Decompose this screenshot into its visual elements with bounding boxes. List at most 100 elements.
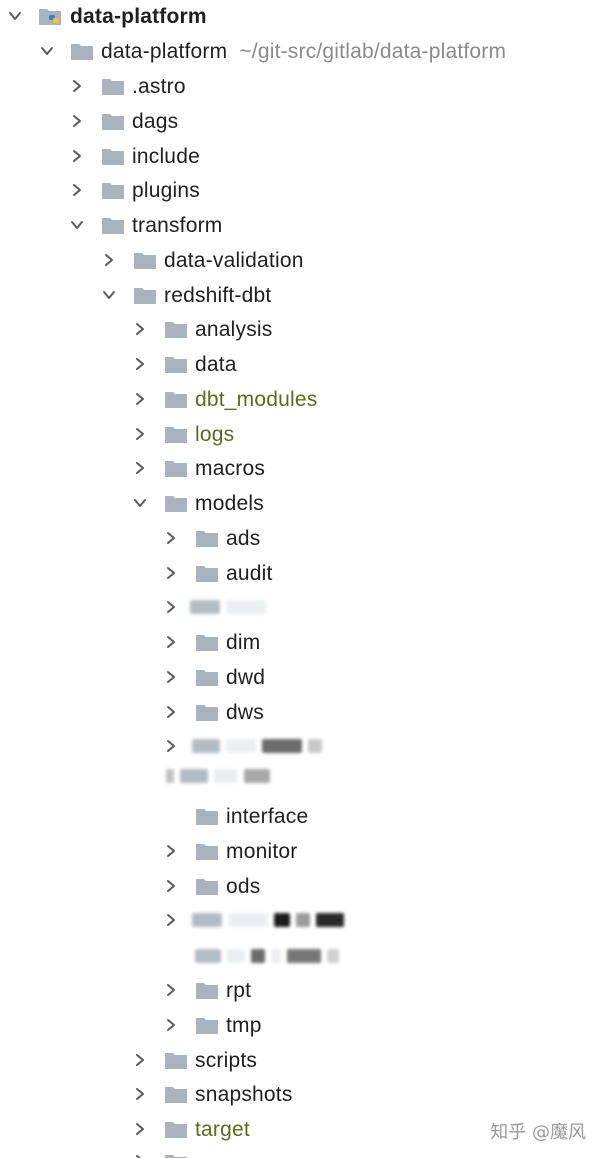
chevron-right-icon[interactable]: [162, 909, 180, 931]
tree-row-dws[interactable]: dws: [0, 696, 600, 730]
folder-icon: [133, 250, 157, 270]
module-label: data-platform~/git-src/gitlab/data-platf…: [101, 38, 506, 66]
folder-icon: [195, 980, 219, 1000]
folder-icon: [195, 563, 219, 583]
chevron-right-icon[interactable]: [162, 701, 180, 723]
project-root-label: data-platform: [70, 5, 207, 28]
tree-row-macros[interactable]: macros: [0, 452, 600, 486]
tree-row-analysis[interactable]: analysis: [0, 313, 600, 347]
chevron-right-icon[interactable]: [131, 388, 149, 410]
folder-icon: [164, 458, 188, 478]
chevron-down-icon[interactable]: [38, 40, 56, 62]
tree-row-rpt[interactable]: rpt: [0, 974, 600, 1008]
folder-icon: [101, 215, 125, 235]
folder-label: data-validation: [164, 249, 304, 272]
chevron-right-icon[interactable]: [162, 1014, 180, 1036]
tree-row-ads[interactable]: ads: [0, 522, 600, 556]
tree-row-scripts[interactable]: scripts: [0, 1044, 600, 1078]
tree-row-data[interactable]: data: [0, 348, 600, 382]
folder-label: scripts: [195, 1049, 258, 1072]
tree-row-ods[interactable]: ods: [0, 870, 600, 904]
folder-label: interface: [226, 805, 309, 828]
chevron-right-icon[interactable]: [162, 596, 180, 618]
folder-label: dws: [226, 701, 264, 724]
chevron-right-icon[interactable]: [131, 423, 149, 445]
folder-icon: [133, 285, 157, 305]
tree-row-interface[interactable]: interface: [0, 800, 600, 834]
tree-row-data-validation[interactable]: data-validation: [0, 244, 600, 278]
excluded-folder-icon: [164, 424, 188, 444]
tree-row-module[interactable]: data-platform~/git-src/gitlab/data-platf…: [0, 35, 600, 69]
tree-row-include[interactable]: include: [0, 140, 600, 174]
chevron-down-icon[interactable]: [131, 492, 149, 514]
chevron-right-icon[interactable]: [68, 110, 86, 132]
tree-row-redacted[interactable]: [0, 904, 600, 938]
chevron-right-icon[interactable]: [162, 631, 180, 653]
chevron-right-icon[interactable]: [162, 666, 180, 688]
tree-row-transform[interactable]: transform: [0, 209, 600, 243]
tree-row-redacted[interactable]: [0, 760, 600, 794]
folder-label: macros: [195, 457, 266, 480]
folder-label: dim: [226, 631, 261, 654]
tree-row-logs[interactable]: logs: [0, 418, 600, 452]
tree-row-dbt-modules[interactable]: dbt_modules: [0, 383, 600, 417]
tree-row-models[interactable]: models: [0, 487, 600, 521]
tree-row-dim[interactable]: dim: [0, 626, 600, 660]
tree-row-monitor[interactable]: monitor: [0, 835, 600, 869]
tree-row-root[interactable]: data-platform: [0, 0, 600, 34]
chevron-right-icon[interactable]: [68, 75, 86, 97]
chevron-right-icon[interactable]: [162, 875, 180, 897]
tree-row-dwd[interactable]: dwd: [0, 661, 600, 695]
chevron-right-icon[interactable]: [131, 1118, 149, 1140]
chevron-right-icon[interactable]: [162, 562, 180, 584]
folder-icon: [164, 1050, 188, 1070]
chevron-right-icon[interactable]: [162, 840, 180, 862]
folder-icon: [101, 146, 125, 166]
chevron-right-icon[interactable]: [68, 145, 86, 167]
folder-icon: [101, 76, 125, 96]
tree-row-redacted[interactable]: [0, 940, 600, 974]
chevron-down-icon[interactable]: [68, 214, 86, 236]
folder-label: audit: [226, 562, 273, 585]
chevron-right-icon[interactable]: [162, 979, 180, 1001]
tree-row-redacted[interactable]: [0, 730, 600, 764]
watermark: 知乎 @魔风: [490, 1122, 586, 1143]
tree-row-redshift-dbt[interactable]: redshift-dbt: [0, 279, 600, 313]
redacted-label: [192, 738, 322, 754]
chevron-down-icon[interactable]: [6, 5, 24, 27]
folder-label-excluded: target: [195, 1118, 250, 1141]
tree-row-astro[interactable]: .astro: [0, 70, 600, 104]
folder-icon: [195, 1015, 219, 1035]
tree-row-target[interactable]: target: [0, 1113, 600, 1147]
folder-icon: [164, 1152, 188, 1158]
folder-icon: [164, 354, 188, 374]
chevron-down-icon[interactable]: [100, 284, 118, 306]
tree-row-snapshots[interactable]: snapshots: [0, 1078, 600, 1112]
chevron-right-icon[interactable]: [68, 179, 86, 201]
python-project-icon: [38, 6, 62, 26]
tree-row-plugins[interactable]: plugins: [0, 174, 600, 208]
folder-icon: [70, 41, 94, 61]
tree-row-dags[interactable]: dags: [0, 105, 600, 139]
folder-icon: [101, 111, 125, 131]
folder-label-excluded: logs: [195, 423, 235, 446]
redacted-label: [195, 948, 339, 964]
chevron-right-icon[interactable]: [131, 457, 149, 479]
folder-icon: [195, 806, 219, 826]
chevron-right-icon[interactable]: [131, 318, 149, 340]
chevron-right-icon[interactable]: [131, 1150, 149, 1158]
tree-row-partial[interactable]: [0, 1148, 600, 1158]
chevron-right-icon[interactable]: [162, 527, 180, 549]
tree-row-redacted[interactable]: [0, 591, 600, 625]
module-name: data-platform: [101, 40, 228, 63]
chevron-right-icon[interactable]: [131, 353, 149, 375]
folder-label: dags: [132, 110, 179, 133]
chevron-right-icon[interactable]: [131, 1049, 149, 1071]
chevron-right-icon[interactable]: [131, 1083, 149, 1105]
tree-row-tmp[interactable]: tmp: [0, 1009, 600, 1043]
chevron-right-icon[interactable]: [162, 735, 180, 757]
folder-label: .astro: [132, 75, 186, 98]
chevron-right-icon[interactable]: [100, 249, 118, 271]
tree-row-audit[interactable]: audit: [0, 557, 600, 591]
folder-icon: [195, 667, 219, 687]
